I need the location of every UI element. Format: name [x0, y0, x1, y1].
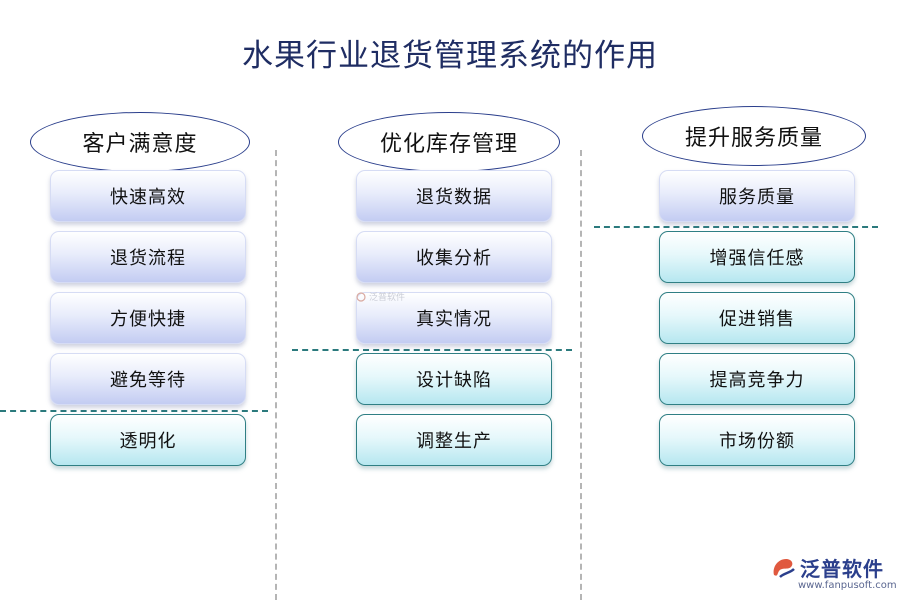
item-box: 提高竞争力	[659, 353, 855, 405]
watermark-text: 泛普软件	[369, 293, 406, 303]
section-divider	[0, 410, 268, 412]
watermark-logo-icon	[356, 291, 366, 302]
diagram-title: 水果行业退货管理系统的作用	[242, 38, 658, 74]
brand-logo: 泛普软件 www.fanpusoft.com	[770, 553, 897, 595]
item-box: 透明化	[50, 414, 246, 466]
brand-url: www.fanpusoft.com	[798, 580, 897, 591]
brand-name: 泛普软件	[800, 557, 884, 581]
section-divider	[594, 226, 878, 228]
watermark: 泛普软件	[356, 290, 405, 303]
item-box: 收集分析	[356, 231, 552, 283]
brand-logo-icon	[773, 558, 795, 578]
item-box: 服务质量	[659, 170, 855, 222]
item-box: 设计缺陷	[356, 353, 552, 405]
column-header: 优化库存管理	[338, 112, 560, 172]
column-divider	[580, 150, 582, 600]
item-box: 增强信任感	[659, 231, 855, 283]
column-divider	[275, 150, 277, 600]
item-box: 退货流程	[50, 231, 246, 283]
item-box: 真实情况	[356, 292, 552, 344]
column-header: 提升服务质量	[642, 106, 866, 166]
item-box: 退货数据	[356, 170, 552, 222]
item-box: 避免等待	[50, 353, 246, 405]
item-box: 促进销售	[659, 292, 855, 344]
item-box: 方便快捷	[50, 292, 246, 344]
item-box: 市场份额	[659, 414, 855, 466]
item-box: 快速高效	[50, 170, 246, 222]
section-divider	[292, 349, 572, 351]
column-header: 客户满意度	[30, 112, 250, 172]
item-box: 调整生产	[356, 414, 552, 466]
